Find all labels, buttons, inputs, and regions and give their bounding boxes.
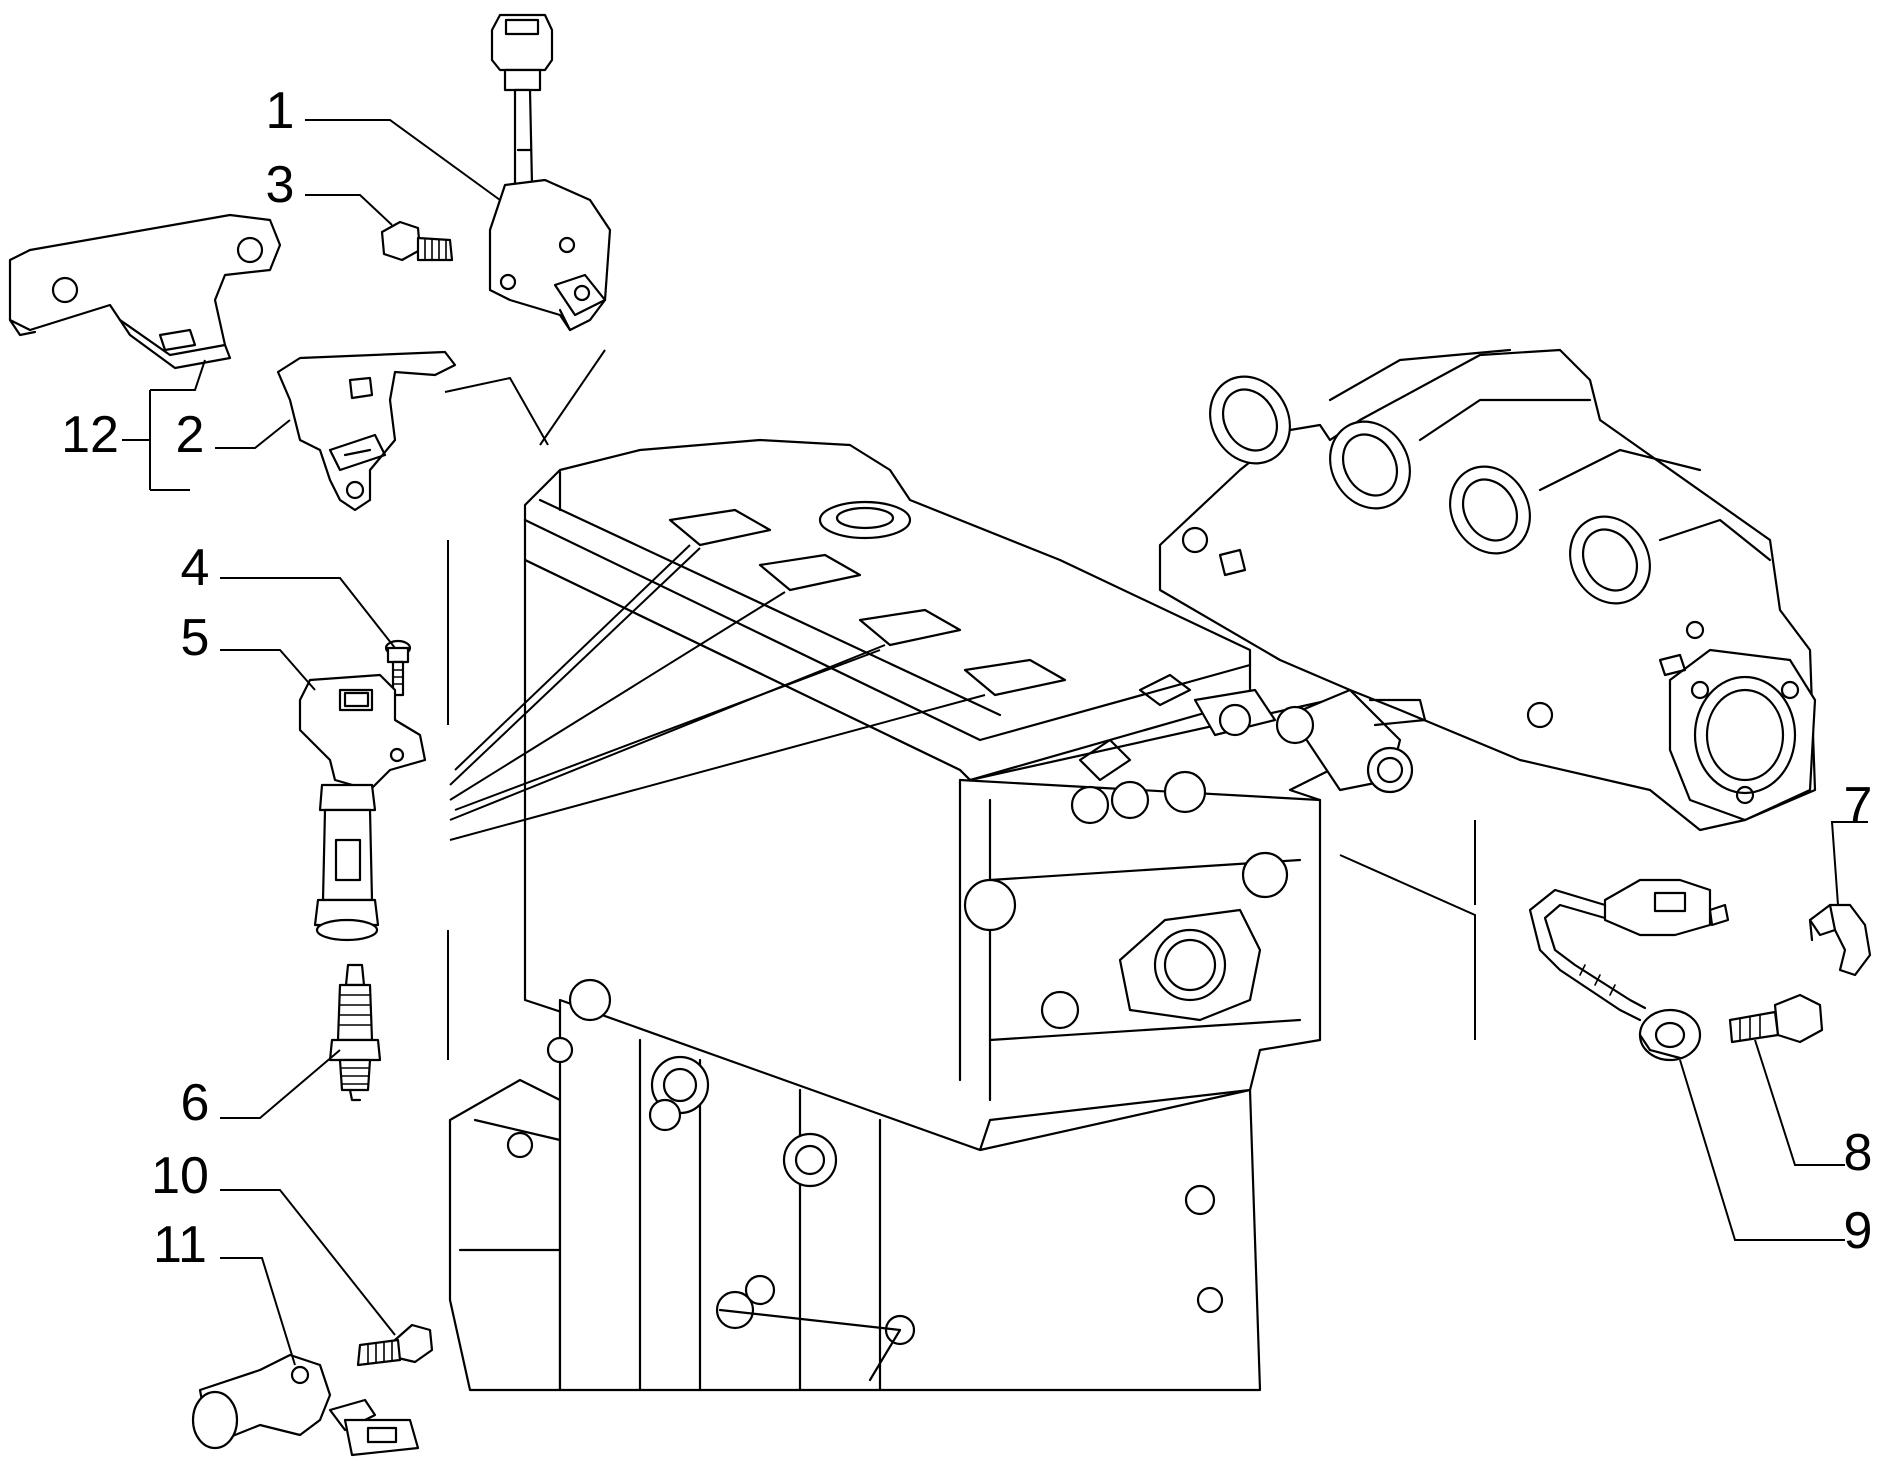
part-8-bolt — [1728, 993, 1824, 1044]
part-12-bracket — [8, 213, 282, 370]
part-3-screw — [380, 220, 454, 262]
callout-7: 7 — [1844, 777, 1873, 835]
callout-6: 6 — [181, 1074, 210, 1132]
callout-9: 9 — [1844, 1202, 1873, 1260]
callout-11: 11 — [153, 1216, 207, 1274]
callout-labels: 1 3 12 2 4 5 6 10 11 7 8 9 — [61, 82, 1872, 1274]
part-11-crank-sensor — [191, 1353, 420, 1457]
part-5-ignition-coil — [298, 673, 427, 942]
fuel-rail-fittings — [1193, 688, 1427, 794]
part-1-sensor-with-cable — [488, 13, 612, 332]
callout-12: 12 — [61, 406, 119, 464]
part-10-bolt — [356, 1323, 434, 1367]
part-6-spark-plug — [328, 963, 382, 1102]
part-2-bracket — [276, 350, 457, 512]
callout-3: 3 — [266, 156, 295, 214]
callout-2: 2 — [176, 406, 205, 464]
callout-5: 5 — [181, 609, 210, 667]
callout-8: 8 — [1844, 1124, 1873, 1182]
callout-1: 1 — [266, 82, 295, 140]
part-9-knock-sensor — [1528, 878, 1730, 1062]
part-7-clip — [1808, 903, 1872, 977]
callout-10: 10 — [151, 1147, 209, 1205]
callout-4: 4 — [181, 539, 210, 597]
leader-lines — [122, 119, 1868, 1366]
part-4-screw — [384, 639, 412, 697]
intake-manifold — [1158, 348, 1817, 832]
